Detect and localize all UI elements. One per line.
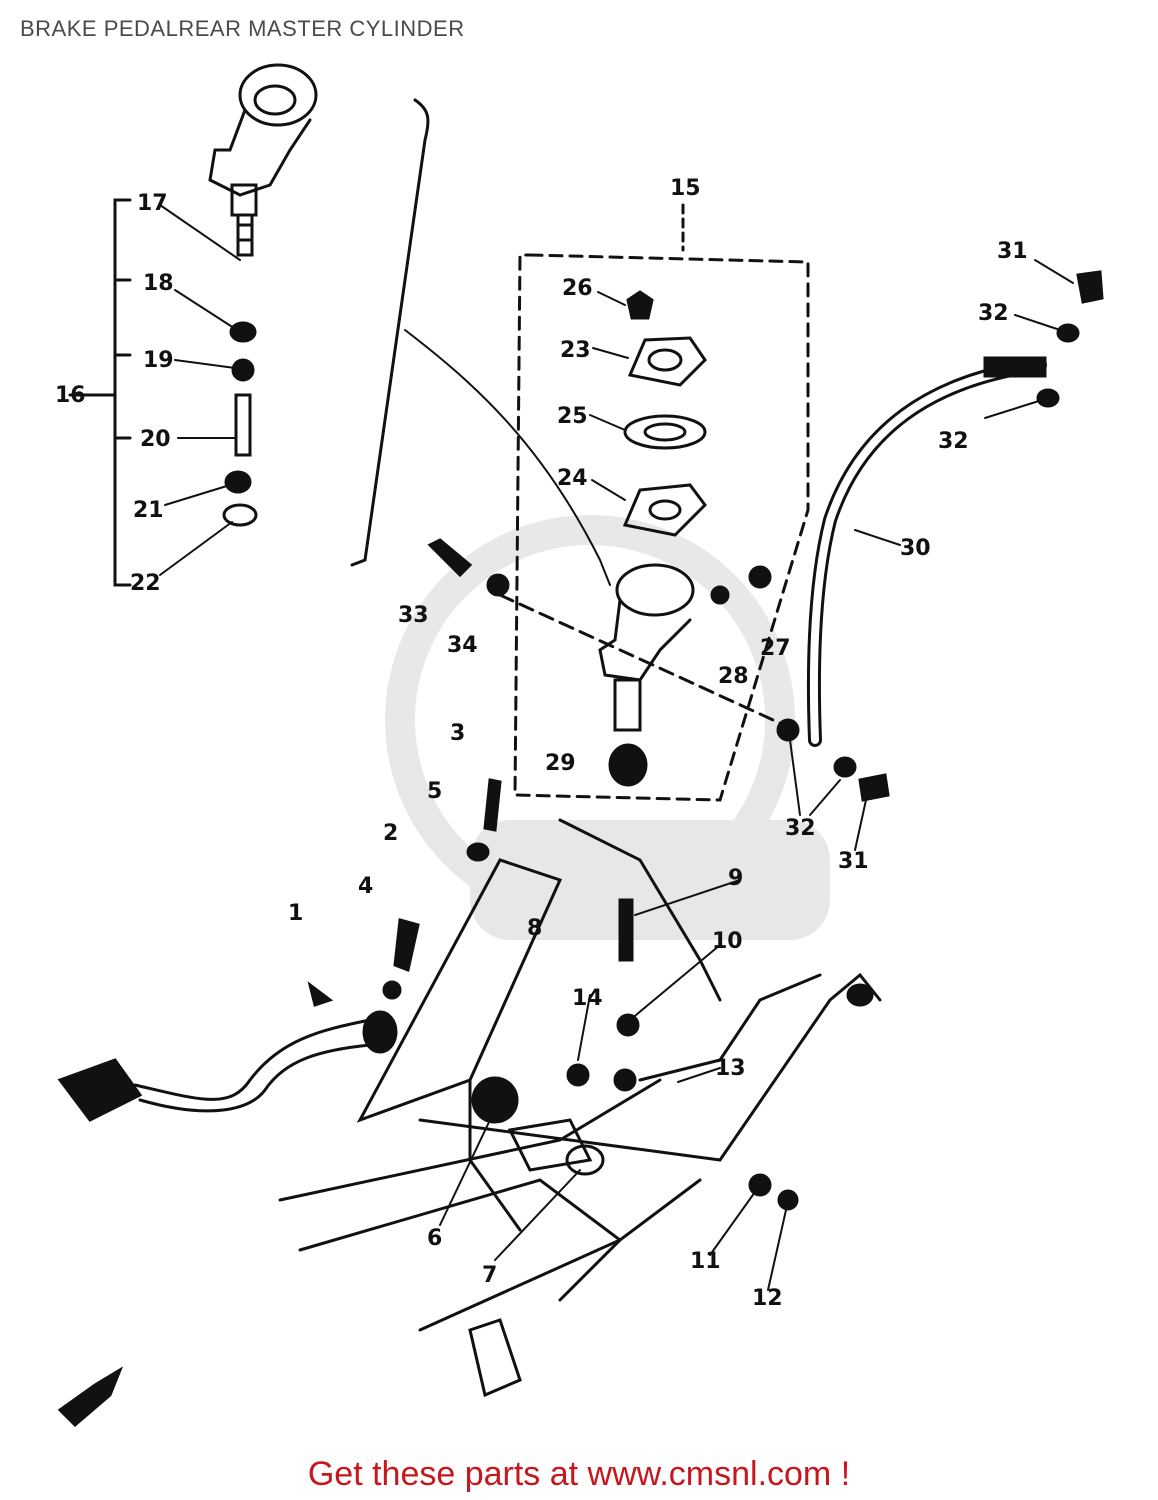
callout-5: 5 [427,779,442,804]
callout-14: 14 [572,986,603,1011]
callout-11: 11 [690,1249,721,1274]
reservoir-parts [622,290,707,537]
callout-34: 34 [447,633,478,658]
callout-31-bottom: 31 [838,849,869,874]
master-cylinder-upper [208,63,318,527]
washer-34 [486,573,510,597]
assembly-box-15 [513,253,810,802]
callout-33: 33 [398,603,429,628]
callout-18: 18 [143,271,174,296]
callout-12: 12 [752,1286,783,1311]
front-arrow [57,1366,124,1428]
callout-17: 17 [137,191,168,216]
callout-16: 16 [55,383,86,408]
callout-2: 2 [383,821,398,846]
callout-9: 9 [728,866,743,891]
callout-27: 27 [760,636,791,661]
callout-32-bottom: 32 [785,816,816,841]
callout-30: 30 [900,536,931,561]
callout-32-top: 32 [978,301,1009,326]
callout-31-top: 31 [997,239,1028,264]
callout-7: 7 [482,1263,497,1288]
bolt-33 [427,538,473,578]
callout-13: 13 [715,1056,746,1081]
callout-15: 15 [670,176,701,201]
get-parts-link[interactable]: Get these parts at www.cmsnl.com ! [307,1455,851,1493]
callout-8: 8 [527,916,542,941]
callout-21: 21 [133,498,164,523]
callout-24: 24 [557,466,588,491]
callout-29: 29 [545,751,576,776]
callout-4: 4 [358,874,373,899]
callout-22: 22 [130,571,161,596]
bracket-16 [113,198,132,587]
brake-pedal [57,981,398,1122]
callout-32-middle: 32 [938,429,969,454]
callout-1: 1 [288,901,303,926]
union-bolt-31 [1076,270,1104,304]
callout-19: 19 [143,348,174,373]
cms-watermark [385,515,830,940]
callout-28: 28 [718,664,749,689]
callout-6: 6 [427,1226,442,1251]
callout-10: 10 [712,929,743,954]
master-cylinder-center [598,563,772,787]
hose-fitting [983,356,1047,378]
callout-23: 23 [560,338,591,363]
callout-25: 25 [557,404,588,429]
page-title: BRAKE PEDALREAR MASTER CYLINDER [20,16,465,41]
callout-26: 26 [562,276,593,301]
callout-3: 3 [450,721,465,746]
callout-20: 20 [140,427,171,452]
brake-rod [350,98,430,567]
